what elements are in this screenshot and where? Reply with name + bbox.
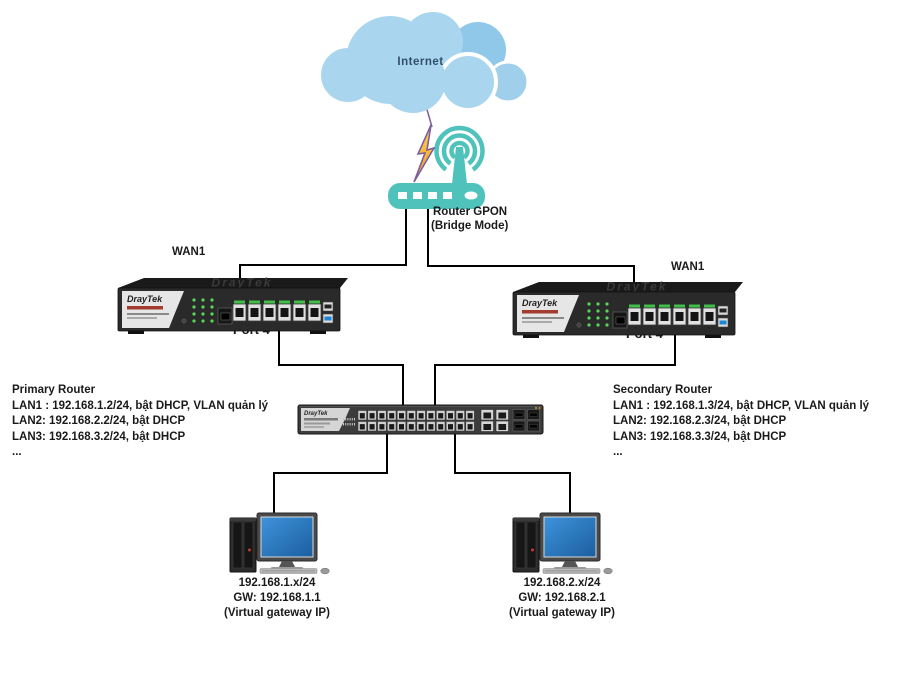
internet-cloud-icon <box>321 12 530 113</box>
secondary-router-image: DrayTek DrayTek <box>512 280 743 338</box>
lightning-bolt-icon <box>413 124 436 183</box>
secondary-lan2: LAN2: 192.168.2.3/24, bật DHCP <box>613 415 787 427</box>
secondary-wan1-label: WAN1 <box>671 261 705 273</box>
monitor-icon <box>256 512 318 570</box>
switch-brand: DrayTek <box>304 411 328 417</box>
right-client-subnet: 192.168.2.x/24 <box>523 577 601 589</box>
tower-icon <box>229 517 257 573</box>
switch-image: DrayTek <box>297 404 544 435</box>
primary-router-info: Primary Router LAN1 : 192.168.1.2/24, bậ… <box>12 383 268 461</box>
switch-sfp-slots <box>512 409 540 432</box>
gpon-router-mode: (Bridge Mode) <box>431 220 509 232</box>
primary-router-title: Primary Router <box>12 384 96 396</box>
tower-icon <box>512 517 540 573</box>
right-client-gateway: GW: 192.168.2.1 <box>518 592 606 605</box>
secondary-lan3: LAN3: 192.168.3.3/24, bật DHCP <box>613 430 787 443</box>
primary-router-image: DrayTek DrayTek <box>117 276 348 334</box>
router-ethernet-ports <box>627 304 717 326</box>
primary-lan1: LAN1 : 192.168.1.2/24, bật DHCP, VLAN qu… <box>12 399 269 412</box>
left-workstation-icon <box>229 512 330 574</box>
monitor-icon <box>539 512 601 570</box>
internet-label: Internet <box>397 56 444 68</box>
router-ethernet-ports <box>232 300 322 322</box>
router-top-brand: DrayTek <box>607 280 668 294</box>
secondary-lan1: LAN1 : 192.168.1.3/24, bật DHCP, VLAN qu… <box>613 399 870 412</box>
right-client-info: 192.168.2.x/24 GW: 192.168.2.1 (Virtual … <box>482 576 642 622</box>
router-label-brand: DrayTek <box>127 294 163 304</box>
keyboard-icon <box>542 568 601 574</box>
primary-wan1-label: WAN1 <box>172 246 206 258</box>
left-client-subnet: 192.168.1.x/24 <box>238 577 316 589</box>
left-client-info: 192.168.1.x/24 GW: 192.168.1.1 (Virtual … <box>197 576 357 622</box>
router-usb-ports <box>717 305 729 328</box>
right-client-note: (Virtual gateway IP) <box>509 607 615 620</box>
mouse-icon <box>603 567 613 574</box>
router-usb-ports <box>322 301 334 324</box>
primary-ellipsis: ... <box>12 446 22 458</box>
secondary-router-info: Secondary Router LAN1 : 192.168.1.3/24, … <box>613 383 869 461</box>
secondary-router-title: Secondary Router <box>613 384 713 396</box>
mouse-icon <box>320 567 330 574</box>
gpon-router-name: Router GPON <box>433 206 508 218</box>
secondary-ellipsis: ... <box>613 446 623 458</box>
switch-ethernet-ports <box>357 410 475 432</box>
left-client-note: (Virtual gateway IP) <box>224 607 330 620</box>
left-client-gateway: GW: 192.168.1.1 <box>233 592 321 605</box>
router-leds <box>192 298 214 323</box>
gpon-router-icon <box>388 124 485 209</box>
router-top-brand: DrayTek <box>212 276 273 290</box>
right-workstation-icon <box>512 512 613 574</box>
keyboard-icon <box>259 568 318 574</box>
primary-lan3: LAN3: 192.168.3.2/24, bật DHCP <box>12 430 186 443</box>
router-leds <box>587 302 609 327</box>
primary-lan2: LAN2: 192.168.2.2/24, bật DHCP <box>12 415 186 427</box>
switch-uplink-ports <box>480 409 509 432</box>
switch-led-strip <box>343 418 355 426</box>
router-label-brand: DrayTek <box>522 298 558 308</box>
